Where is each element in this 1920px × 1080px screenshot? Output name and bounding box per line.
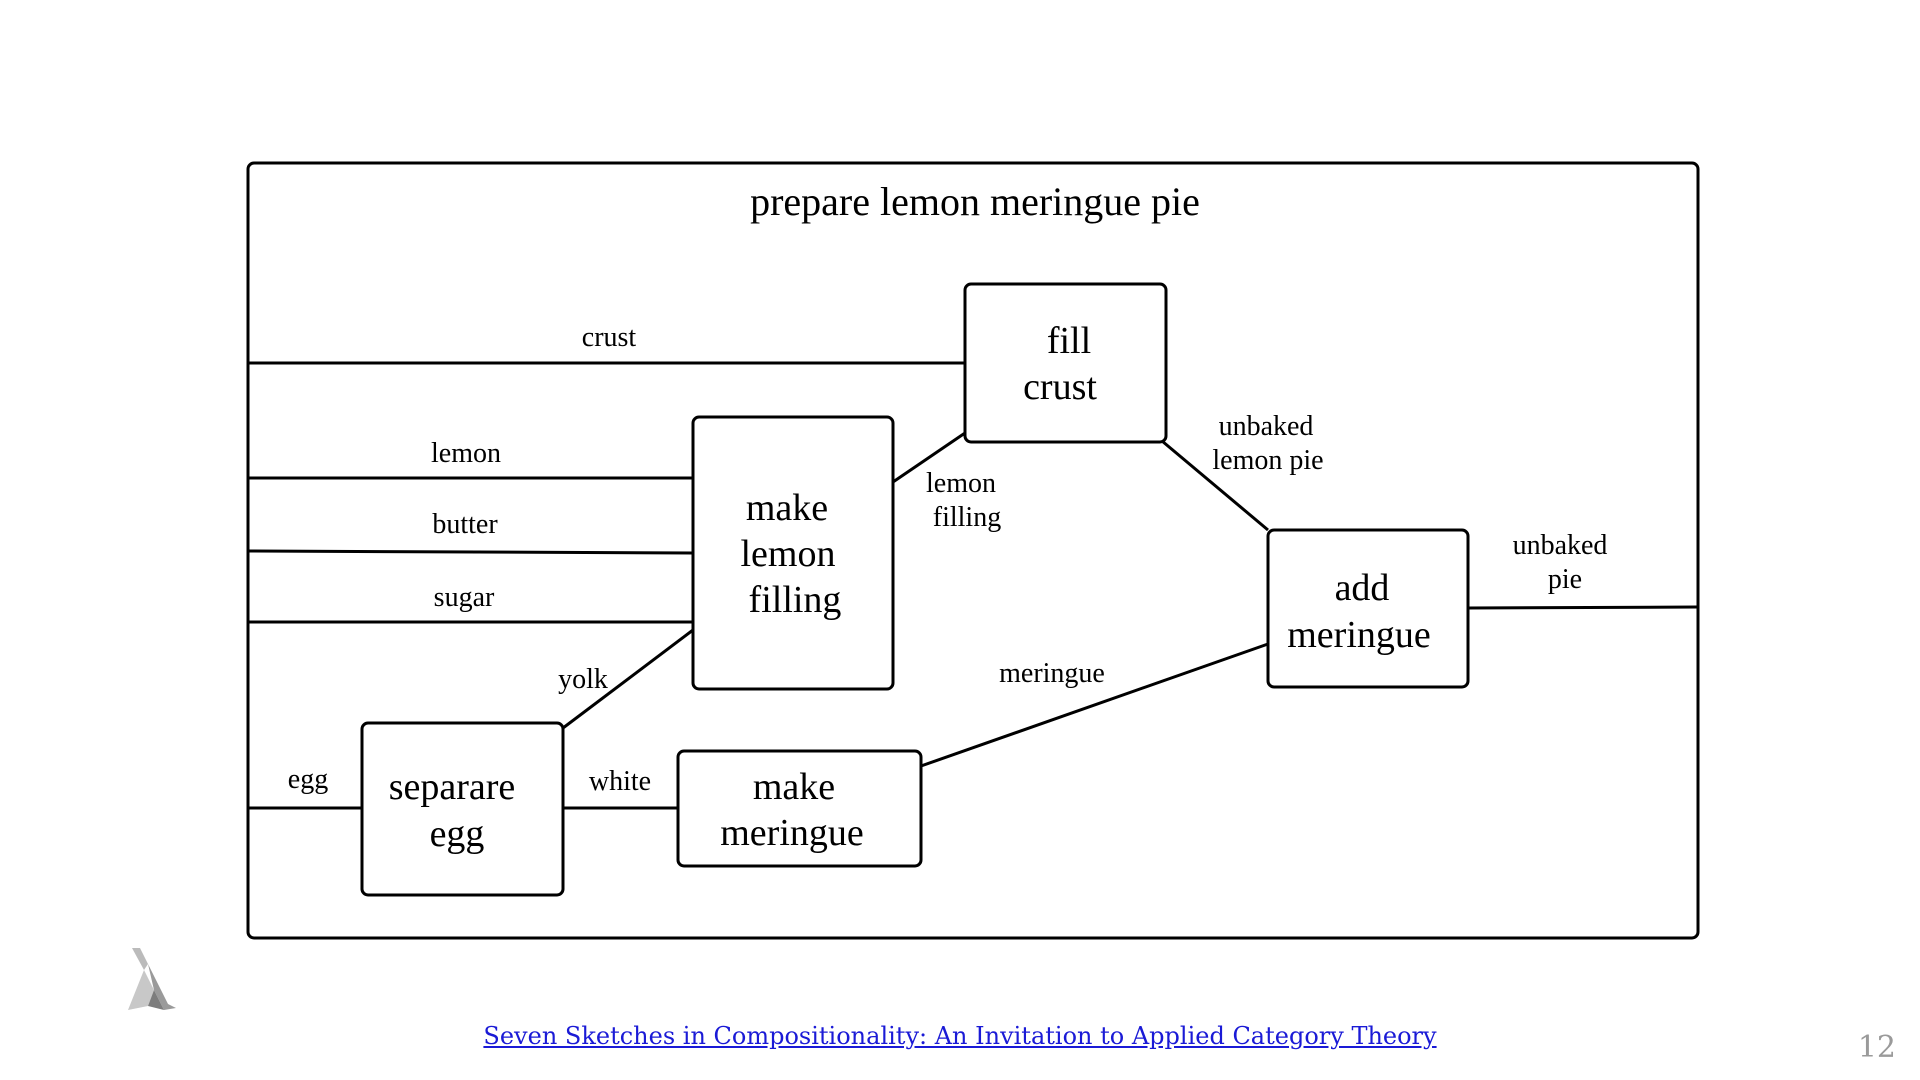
wire-lemon-filling — [892, 431, 966, 484]
label-lemon-filling-2: filling — [933, 502, 1001, 533]
label-white: white — [589, 766, 651, 797]
box-separate-egg-line2: egg — [430, 813, 485, 855]
wire-unbaked-lemon-pie — [1161, 439, 1269, 532]
label-unbaked-lemon-pie-2: lemon pie — [1212, 445, 1323, 476]
page-number: 12 — [1857, 1030, 1896, 1065]
box-make-lemon-filling: make lemon filling — [691, 415, 895, 691]
label-egg: egg — [288, 764, 328, 795]
box-separate-egg: separare egg — [360, 721, 565, 897]
label-meringue: meringue — [999, 658, 1105, 689]
box-make-meringue: make meringue — [676, 749, 923, 868]
box-fill-crust-line1: fill — [1047, 320, 1091, 362]
label-unbaked-pie-2: pie — [1548, 564, 1582, 595]
box-add-meringue-line2: meringue — [1287, 614, 1431, 656]
label-crust: crust — [582, 322, 637, 353]
lambda-logo-icon — [128, 948, 176, 1010]
box-make-meringue-line1: make — [753, 766, 835, 808]
wire-yolk — [562, 628, 694, 730]
outer-frame — [246, 161, 1700, 940]
box-fill-crust: fill crust — [963, 282, 1168, 444]
diagram-title: prepare lemon meringue pie — [750, 179, 1200, 224]
box-make-lemon-filling-line3: filling — [749, 579, 842, 621]
label-lemon: lemon — [431, 438, 501, 469]
label-unbaked-lemon-pie-1: unbaked — [1219, 411, 1314, 442]
box-add-meringue-line1: add — [1335, 567, 1390, 609]
label-unbaked-pie-1: unbaked — [1513, 530, 1608, 561]
label-sugar: sugar — [434, 582, 495, 613]
label-butter: butter — [432, 509, 498, 540]
box-make-lemon-filling-line1: make — [746, 487, 828, 529]
box-add-meringue: add meringue — [1266, 528, 1470, 689]
wire-meringue — [920, 642, 1269, 768]
label-lemon-filling-1: lemon — [926, 468, 996, 499]
box-fill-crust-line2: crust — [1023, 366, 1097, 408]
box-make-lemon-filling-line2: lemon — [741, 533, 836, 575]
wire-unbaked-pie — [1467, 605, 1699, 610]
footer-book-link[interactable]: Seven Sketches in Compositionality: An I… — [483, 1022, 1437, 1050]
box-separate-egg-line1: separare — [389, 766, 516, 808]
wire-butter — [247, 549, 694, 555]
box-make-meringue-line2: meringue — [720, 812, 864, 854]
label-yolk: yolk — [558, 664, 608, 695]
